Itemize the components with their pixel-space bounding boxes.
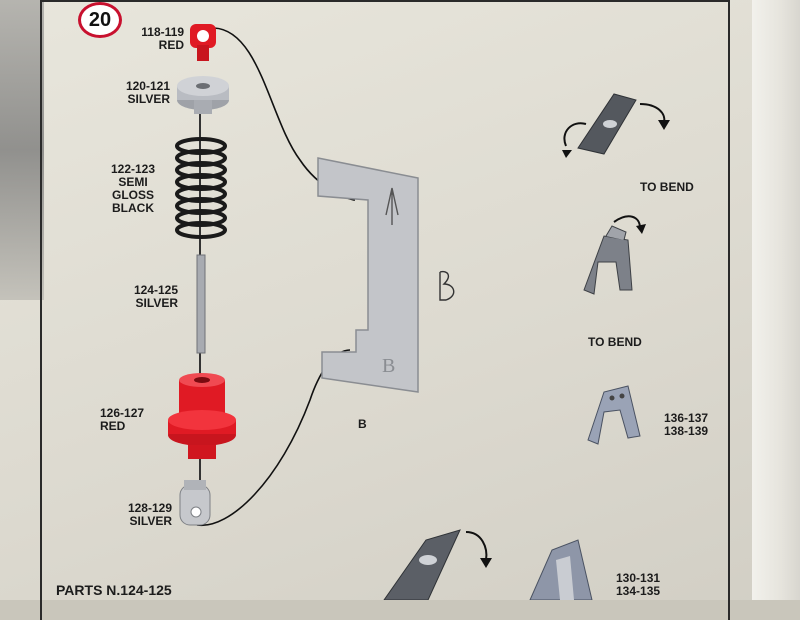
to-bend-label-2: TO BEND <box>588 335 642 349</box>
part-id: 124-125 <box>133 283 178 297</box>
part-color: SILVER <box>129 514 172 528</box>
bottom-bend-part-left <box>383 529 492 600</box>
svg-text:B: B <box>382 355 395 377</box>
footer-parts-note: PARTS N.124-125 <box>56 582 172 598</box>
label-part-120: 120-121 SILVER <box>114 80 170 106</box>
part-id: 126-127 <box>100 406 145 420</box>
previous-step-image <box>0 0 44 300</box>
part-color: SILVER <box>135 296 178 310</box>
label-parts-130-135: 130-131 134-135 <box>616 572 660 598</box>
part-id: 130-131 <box>616 571 661 585</box>
part-128-silver-clevis <box>179 480 211 526</box>
label-part-128: 128-129 SILVER <box>112 502 172 528</box>
part-color-line: SEMI <box>118 175 148 189</box>
label-parts-136-139: 136-137 138-139 <box>664 412 708 438</box>
step-number-badge: 20 <box>78 2 122 38</box>
part-id: 128-129 <box>127 501 172 515</box>
part-id: 136-137 <box>664 411 709 425</box>
bend-part-lower <box>587 385 641 445</box>
part-id: 118-119 <box>141 25 184 39</box>
part-122-spring <box>175 137 227 239</box>
part-118-red-eyelet <box>190 24 216 61</box>
part-color-line: BLACK <box>112 201 154 215</box>
bottom-bend-part-right <box>529 539 593 600</box>
label-part-122: 122-123 SEMI GLOSS BLACK <box>104 163 162 215</box>
part-color: RED <box>100 419 126 433</box>
step-frame <box>40 0 730 620</box>
label-part-118: 118-119 RED <box>128 26 184 52</box>
part-id: 134-135 <box>616 584 661 598</box>
part-120-silver-washer <box>177 76 229 114</box>
bracket-label: B <box>358 417 367 431</box>
part-id: 138-139 <box>664 424 709 438</box>
part-124-silver-rod <box>196 254 206 354</box>
part-126-red-sleeve <box>168 373 236 459</box>
handwritten-b-mark <box>439 270 455 301</box>
to-bend-label-1: TO BEND <box>640 180 694 194</box>
part-id: 120-121 <box>125 79 170 93</box>
part-color: SILVER <box>127 92 170 106</box>
bend-part-middle <box>583 215 646 295</box>
label-part-126: 126-127 RED <box>100 407 156 433</box>
assembly-drawing: B <box>168 24 670 600</box>
label-part-124: 124-125 SILVER <box>118 284 178 310</box>
part-color: RED <box>158 38 184 52</box>
page-edge <box>752 0 800 600</box>
bracket-b-plate: B <box>317 157 419 393</box>
bend-part-upper <box>562 93 670 158</box>
part-color-line: GLOSS <box>111 188 154 202</box>
part-id: 122-123 <box>110 162 156 176</box>
